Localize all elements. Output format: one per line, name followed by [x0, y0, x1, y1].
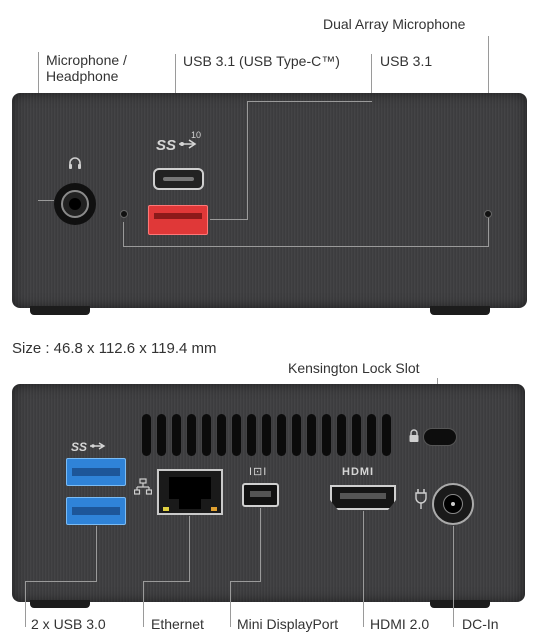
- power-plug-icon: [415, 489, 427, 509]
- ethernet-leader-down: [143, 581, 144, 627]
- ethernet-leader-horizontal: [143, 581, 190, 582]
- dc-in-label: DC-In: [462, 616, 499, 632]
- front-chassis: [12, 93, 527, 308]
- usb-30-label: 2 x USB 3.0: [31, 616, 106, 632]
- hdmi-port: [330, 485, 396, 510]
- ethernet-label: Ethernet: [151, 616, 204, 632]
- usb-30-leader-down: [25, 581, 26, 627]
- headphone-icon: [69, 157, 81, 169]
- rear-foot-left: [30, 600, 90, 608]
- mini-dp-leader-drop: [260, 508, 261, 582]
- kensington-lock-slot: [423, 428, 457, 446]
- hdmi-leader-line: [363, 511, 364, 627]
- usb-31-port: [148, 205, 208, 235]
- microphone-left: [120, 210, 128, 218]
- usb-30-port-bottom: [66, 497, 126, 525]
- front-foot-left: [30, 306, 90, 315]
- mini-dp-leader-down: [230, 581, 231, 627]
- hdmi-label: HDMI 2.0: [370, 616, 430, 632]
- mic-headphone-leader-elbow: [38, 200, 54, 201]
- ethernet-port: [157, 469, 223, 515]
- dual-array-microphone-label: Dual Array Microphone: [323, 16, 466, 32]
- dc-in-leader-line: [453, 526, 454, 627]
- usb-type-c-label: USB 3.1 (USB Type-C™): [183, 53, 340, 69]
- mic-leader-left-drop: [123, 222, 124, 247]
- usb-31-leader-line: [371, 54, 372, 102]
- kensington-lock-label: Kensington Lock Slot: [288, 360, 420, 376]
- svg-text:SS: SS: [71, 440, 87, 454]
- svg-text:SS: SS: [156, 137, 176, 154]
- microphone-right: [484, 210, 492, 218]
- usb-type-c-port: [153, 168, 204, 190]
- size-text: Size : 46.8 x 112.6 x 119.4 mm: [12, 340, 217, 357]
- microphone-headphone-label: Microphone / Headphone: [46, 52, 127, 84]
- usb-superspeed-10-icon: SS: [156, 137, 197, 154]
- mini-displayport-port: [242, 483, 279, 507]
- mic-leader-right-drop: [488, 212, 489, 247]
- usb-30-leader-horizontal: [25, 581, 97, 582]
- ethernet-leader-drop: [189, 516, 190, 582]
- dc-in-port: [432, 483, 474, 525]
- usb-badge-number: 10: [191, 130, 202, 140]
- network-icon: [134, 478, 152, 495]
- usb-30-port-top: [66, 458, 126, 486]
- mini-displayport-label: Mini DisplayPort: [237, 616, 339, 632]
- usb-31-leader-end: [210, 219, 248, 220]
- usb-31-leader-drop: [247, 101, 248, 220]
- lock-icon: [409, 429, 419, 442]
- mic-leader-bottom: [123, 246, 489, 247]
- rear-foot-right: [430, 600, 490, 608]
- usb-31-leader-top: [247, 101, 372, 102]
- usb-superspeed-icon: SS: [71, 440, 106, 454]
- hdmi-logo-icon: HDMI: [342, 466, 375, 478]
- mini-dp-leader-horizontal: [230, 581, 261, 582]
- audio-jack-port: [54, 183, 96, 225]
- mini-displayport-icon: I⊡I: [249, 466, 268, 478]
- front-foot-right: [430, 306, 490, 315]
- usb-30-leader-drop: [96, 526, 97, 582]
- usb-31-label: USB 3.1: [380, 53, 433, 69]
